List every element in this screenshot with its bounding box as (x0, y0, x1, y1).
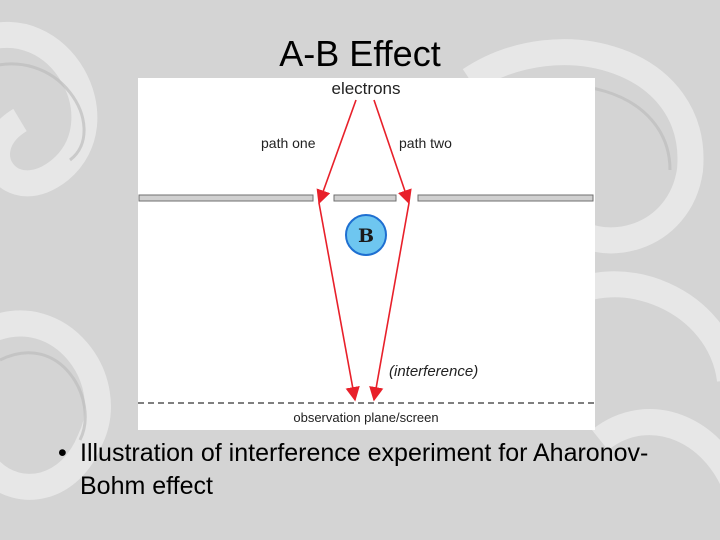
path-two-ray-lower (369, 202, 410, 402)
slide-title: A-B Effect (279, 33, 441, 74)
barrier-right-segment (417, 194, 594, 202)
observation-screen-label: observation plane/screen (293, 410, 438, 425)
path-one-label: path one (261, 135, 316, 151)
magnetic-flux-circle (345, 214, 387, 256)
path-two-ray-upper (373, 99, 412, 205)
bullet-item: • Illustration of interference experimen… (58, 437, 698, 503)
bullet-icon: • (58, 439, 67, 467)
bullet-list: • Illustration of interference experimen… (58, 437, 698, 503)
barrier-left-segment (138, 194, 314, 202)
path-two-label: path two (399, 135, 452, 151)
interference-label: (interference) (389, 363, 478, 380)
bullet-text: Illustration of interference experiment … (80, 439, 649, 500)
electron-source-label: electrons (332, 79, 401, 98)
magnetic-flux-label: B (358, 225, 374, 247)
path-one-ray-lower (318, 202, 360, 402)
path-one-ray-upper (316, 99, 357, 205)
ab-effect-diagram: electrons path one path two B (interfere… (138, 78, 595, 430)
barrier-center-segment (333, 194, 397, 202)
